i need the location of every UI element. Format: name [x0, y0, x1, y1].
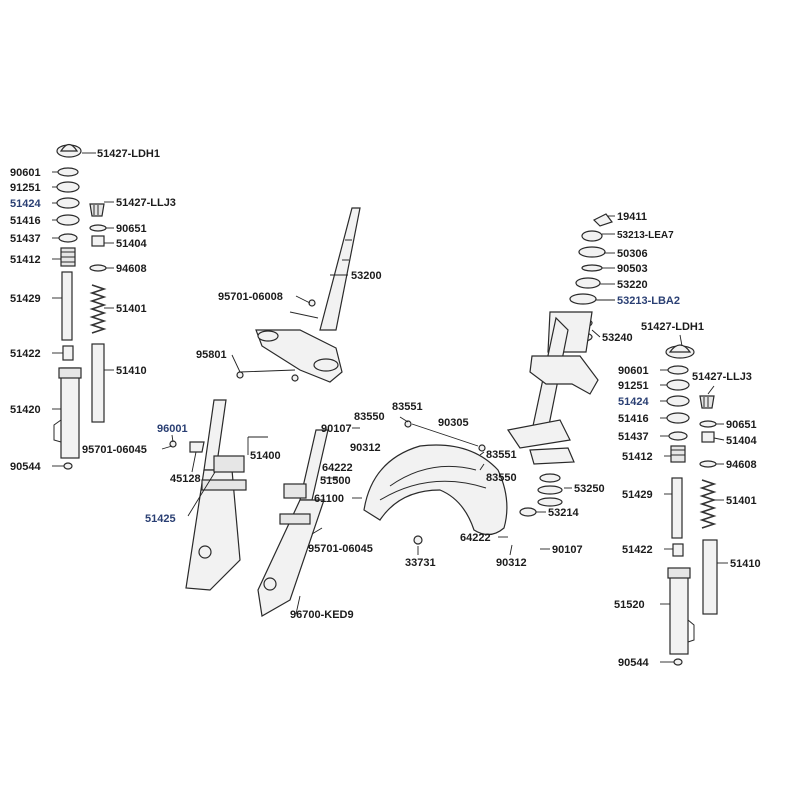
center-fork-tubes [169, 399, 329, 617]
label-51500: 51500 [320, 475, 351, 487]
label-51412: 51412 [10, 254, 41, 266]
label-95701-06045-b: 95701-06045 [308, 543, 373, 555]
label-95701-06008: 95701-06008 [218, 291, 283, 303]
label-94608-b: 94608 [726, 459, 757, 471]
label-53250: 53250 [574, 483, 605, 495]
label-61100: 61100 [314, 493, 344, 505]
label-51401: 51401 [116, 303, 147, 315]
label-51404-b: 51404 [726, 435, 757, 447]
label-83550-b: 83550 [486, 472, 517, 484]
label-91251: 91251 [10, 182, 41, 194]
label-51424: 51424 [10, 198, 41, 210]
label-53214: 53214 [548, 507, 579, 519]
label-91251-b: 91251 [618, 380, 649, 392]
label-51410-b: 51410 [730, 558, 761, 570]
label-51416-b: 51416 [618, 413, 649, 425]
label-51427-ldh1-b: 51427-LDH1 [641, 321, 704, 333]
label-53220: 53220 [617, 279, 648, 291]
label-64222: 64222 [322, 462, 353, 474]
label-64222-b: 64222 [460, 532, 491, 544]
label-51427-ldh1: 51427-LDH1 [97, 148, 160, 160]
label-53213-lea7: 53213-LEA7 [617, 230, 674, 241]
part-labels: 51427-LDH1 90601 91251 51424 51416 51437… [10, 148, 761, 669]
label-95701-06045: 95701-06045 [82, 444, 147, 456]
label-90544-b: 90544 [618, 657, 649, 669]
label-90601: 90601 [10, 167, 41, 179]
label-53213-lba2: 53213-LBA2 [617, 295, 680, 307]
label-51437-b: 51437 [618, 431, 649, 443]
label-90651-b: 90651 [726, 419, 757, 431]
label-53200: 53200 [351, 270, 382, 282]
steering-head-assembly [506, 213, 613, 517]
label-51420: 51420 [10, 404, 41, 416]
label-51520: 51520 [614, 599, 645, 611]
label-83550: 83550 [354, 411, 385, 423]
label-45128: 45128 [170, 473, 201, 485]
label-51437: 51437 [10, 233, 41, 245]
label-51427-llj3: 51427-LLJ3 [116, 197, 176, 209]
label-51422: 51422 [10, 348, 41, 360]
label-51425: 51425 [145, 513, 176, 525]
label-51429-b: 51429 [622, 489, 653, 501]
label-51427-llj3-b: 51427-LLJ3 [692, 371, 752, 383]
label-90312: 90312 [350, 442, 381, 454]
label-90503: 90503 [617, 263, 648, 275]
label-83551: 83551 [392, 401, 423, 413]
label-90305: 90305 [438, 417, 469, 429]
label-90651: 90651 [116, 223, 147, 235]
steering-stem [236, 207, 361, 383]
label-90544: 90544 [10, 461, 41, 473]
label-51410: 51410 [116, 365, 147, 377]
label-83551-b: 83551 [486, 449, 517, 461]
label-90107-b: 90107 [552, 544, 583, 556]
label-51412-b: 51412 [622, 451, 653, 463]
label-19411: 19411 [617, 211, 647, 223]
label-51416: 51416 [10, 215, 41, 227]
left-fork-assembly [53, 143, 107, 470]
label-51400: 51400 [250, 450, 281, 462]
label-53240: 53240 [602, 332, 633, 344]
label-51422-b: 51422 [622, 544, 653, 556]
label-95801: 95801 [196, 349, 227, 361]
label-51404: 51404 [116, 238, 147, 250]
label-90312-b: 90312 [496, 557, 527, 569]
label-96700-ked9: 96700-KED9 [290, 609, 354, 621]
label-96001: 96001 [157, 423, 188, 435]
leader-lines [52, 152, 728, 663]
label-90107: 90107 [321, 423, 352, 435]
label-94608: 94608 [116, 263, 147, 275]
right-fork-assembly [665, 344, 718, 666]
label-50306: 50306 [617, 248, 648, 260]
label-51429: 51429 [10, 293, 41, 305]
label-90601-b: 90601 [618, 365, 649, 377]
label-33731: 33731 [405, 557, 436, 569]
label-51424-b: 51424 [618, 396, 649, 408]
label-51401-b: 51401 [726, 495, 757, 507]
front-fender [363, 420, 508, 545]
